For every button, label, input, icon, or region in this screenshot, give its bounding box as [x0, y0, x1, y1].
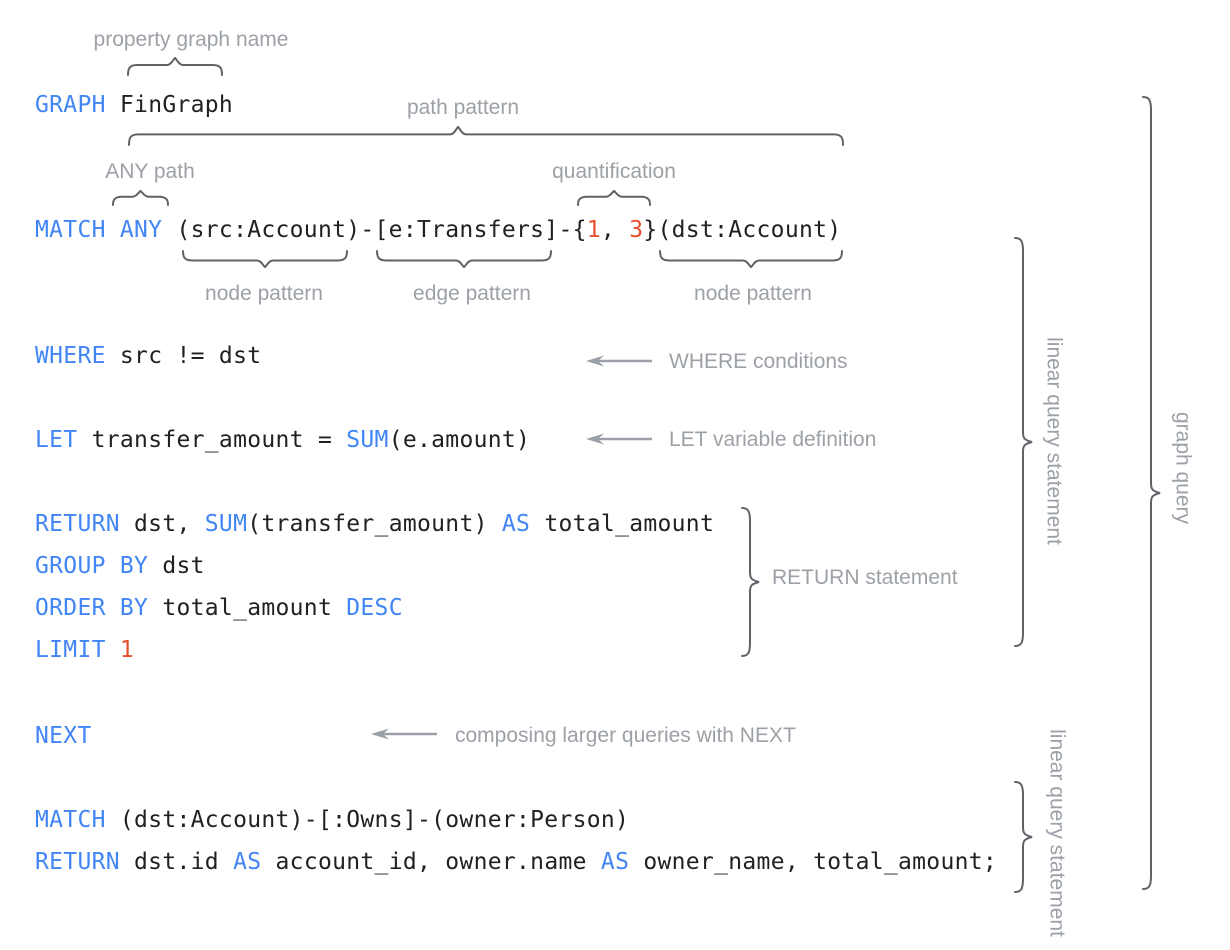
code-segment: }(dst:Account) [643, 217, 842, 243]
code-line-group-by: GROUP BY dst [35, 553, 205, 580]
label-where-conditions: WHERE conditions [669, 350, 848, 373]
label-any-path: ANY path [105, 160, 195, 183]
code-segment: dst, [119, 511, 205, 537]
code-segment: account_id, owner.name [261, 849, 601, 875]
code-line-let: LET transfer_amount = SUM(e.amount) [35, 427, 530, 454]
brace-linear-query-statement-2 [1014, 781, 1040, 893]
code-segment: LIMIT [35, 637, 106, 663]
code-segment: RETURN [35, 849, 120, 875]
brace-linear-query-statement-1 [1014, 237, 1040, 647]
brace-property-graph-name [127, 57, 223, 76]
code-segment: owner_name, total_amount; [629, 849, 998, 875]
code-segment: WHERE [35, 343, 106, 369]
brace-node-pattern-dst [659, 250, 843, 268]
code-segment: NEXT [35, 723, 92, 749]
code-segment: AS [600, 849, 630, 875]
code-line-next: NEXT [35, 723, 92, 750]
brace-any-path [112, 190, 169, 206]
label-graph-query: graph query [1171, 411, 1195, 525]
code-segment: total_amount [530, 511, 715, 537]
brace-path-pattern [128, 126, 844, 146]
code-segment: LET [35, 427, 78, 453]
code-line-where: WHERE src != dst [35, 343, 261, 370]
label-composing-next: composing larger queries with NEXT [455, 724, 796, 747]
code-segment: ORDER BY [35, 595, 149, 621]
code-segment: MATCH ANY [35, 217, 163, 243]
code-segment: , [600, 217, 630, 243]
code-segment: dst.id [119, 849, 234, 875]
brace-return-statement [741, 507, 767, 657]
code-segment [106, 637, 120, 663]
code-segment: total_amount [148, 595, 347, 621]
label-linear-query-statement-2: linear query statement [1045, 729, 1069, 937]
label-quantification: quantification [552, 160, 676, 183]
brace-node-pattern-src [182, 250, 348, 268]
code-segment: (src:Account)-[e:Transfers]-{ [162, 217, 587, 243]
code-segment: dst [148, 553, 205, 579]
label-return-statement: RETURN statement [772, 566, 958, 589]
code-segment: RETURN [35, 511, 120, 537]
code-segment: DESC [346, 595, 403, 621]
code-line-match-owns: MATCH (dst:Account)-[:Owns]-(owner:Perso… [35, 807, 629, 834]
label-path-pattern: path pattern [406, 96, 520, 119]
code-segment: 1 [119, 637, 135, 663]
brace-quantification [577, 190, 651, 206]
code-segment: 1 [586, 217, 601, 243]
label-node-pattern-dst: node pattern [694, 282, 812, 305]
label-linear-query-statement-1: linear query statement [1042, 337, 1066, 545]
where-conditions-arrow [585, 353, 655, 369]
code-segment: SUM [204, 511, 248, 537]
code-line-limit: LIMIT 1 [35, 637, 134, 664]
code-line-return: RETURN dst, SUM(transfer_amount) AS tota… [35, 511, 714, 538]
code-line-graph-clause: GRAPH FinGraph [35, 92, 233, 119]
code-segment: 3 [629, 217, 644, 243]
code-segment: GROUP BY [35, 553, 149, 579]
label-let-variable-definition: LET variable definition [669, 428, 877, 451]
brace-graph-query [1142, 96, 1170, 890]
code-segment: (transfer_amount) [247, 511, 502, 537]
code-segment: src != dst [105, 343, 262, 369]
label-node-pattern-src: node pattern [205, 282, 323, 305]
composing-next-arrow [370, 726, 440, 742]
brace-edge-pattern [376, 250, 552, 268]
code-line-return-final: RETURN dst.id AS account_id, owner.name … [35, 849, 997, 876]
code-segment: MATCH [35, 807, 106, 833]
code-segment: AS [501, 511, 531, 537]
code-segment: AS [233, 849, 262, 875]
code-segment: (dst:Account)-[:Owns]-(owner:Person) [105, 807, 630, 833]
code-segment: transfer_amount = [77, 427, 347, 453]
code-segment: SUM [346, 427, 389, 453]
code-line-order-by: ORDER BY total_amount DESC [35, 595, 403, 622]
let-variable-arrow [585, 431, 655, 447]
code-segment: GRAPH [35, 92, 106, 118]
code-segment: (e.amount) [388, 427, 531, 453]
code-segment: FinGraph [105, 92, 234, 118]
label-property-graph-name: property graph name [93, 28, 289, 51]
code-line-match-any: MATCH ANY (src:Account)-[e:Transfers]-{1… [35, 217, 841, 244]
label-edge-pattern: edge pattern [413, 282, 531, 305]
